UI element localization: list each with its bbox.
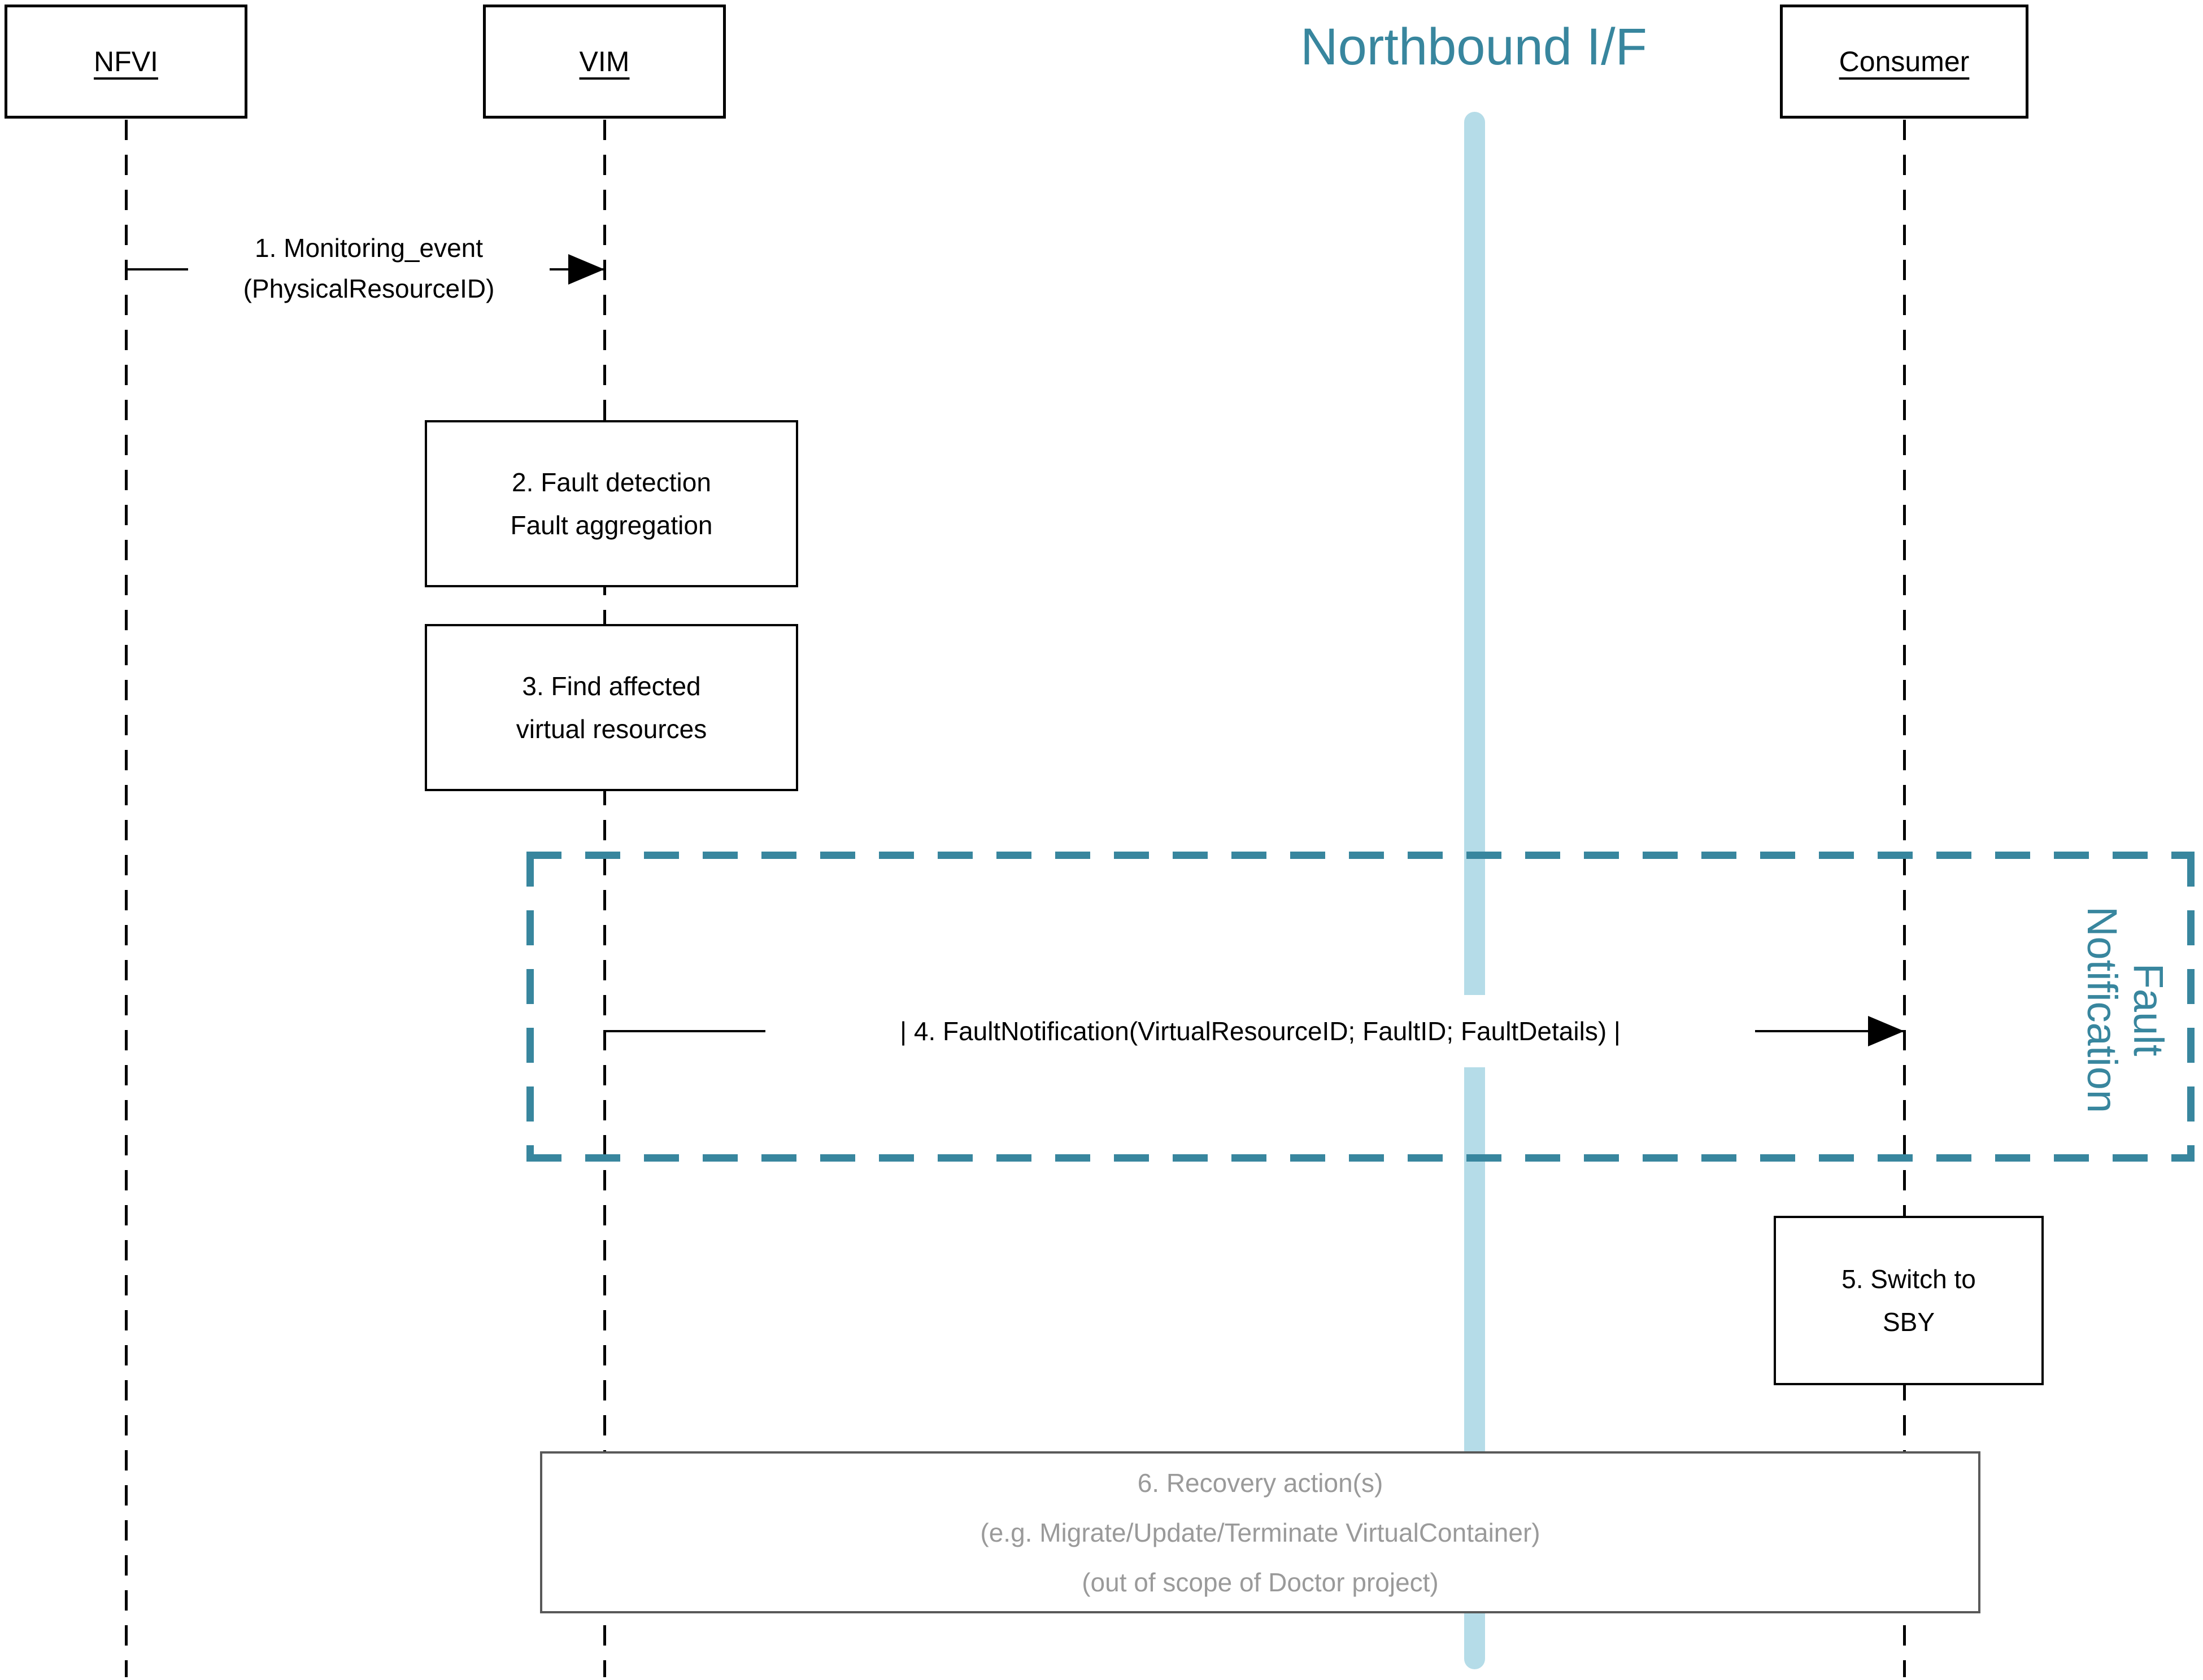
frame-label-line2: Notification: [2079, 906, 2126, 1114]
step-2-line2: Fault aggregation: [510, 510, 713, 540]
frame-label-line1: Fault: [2125, 963, 2172, 1057]
lifeline-nfvi: [125, 120, 128, 1677]
step-3-line1: 3. Find affected: [522, 671, 701, 701]
actor-nfvi-label: NFVI: [94, 46, 158, 77]
step-2-fault-detection-box: 2. Fault detection Fault aggregation: [425, 420, 798, 587]
message-1-label-line1: 1. Monitoring_event: [254, 233, 484, 263]
step-6-line3: (out of scope of Doctor project): [1082, 1567, 1439, 1597]
message-1-label-line2: (PhysicalResourceID): [243, 274, 495, 303]
message-1-arrowhead-icon: [568, 254, 604, 285]
message-4-label: | 4. FaultNotification(VirtualResourceID…: [765, 995, 1755, 1067]
step-6-recovery-action-box: 6. Recovery action(s) (e.g. Migrate/Upda…: [540, 1451, 1980, 1613]
step-5-line1: 5. Switch to: [1841, 1264, 1976, 1294]
step-5-switch-to-sby-box: 5. Switch to SBY: [1774, 1216, 2044, 1385]
northbound-interface-title: Northbound I/F: [1300, 18, 1647, 76]
fault-notification-frame-label: Fault Notification: [2079, 852, 2172, 1168]
step-6-line2: (e.g. Migrate/Update/Terminate VirtualCo…: [980, 1517, 1540, 1547]
step-3-line2: virtual resources: [516, 714, 707, 744]
step-5-line2: SBY: [1882, 1307, 1935, 1337]
actor-box-consumer: Consumer: [1780, 5, 2028, 119]
step-2-line1: 2. Fault detection: [512, 468, 711, 497]
message-1-label: 1. Monitoring_event (PhysicalResourceID): [188, 228, 550, 309]
message-4-arrowhead-icon: [1868, 1016, 1904, 1046]
actor-box-vim: VIM: [483, 5, 726, 119]
step-6-line1: 6. Recovery action(s): [1137, 1468, 1383, 1498]
actor-consumer-label: Consumer: [1839, 46, 1970, 77]
step-3-find-affected-box: 3. Find affected virtual resources: [425, 624, 798, 791]
actor-box-nfvi: NFVI: [5, 5, 247, 119]
actor-vim-label: VIM: [579, 46, 630, 77]
